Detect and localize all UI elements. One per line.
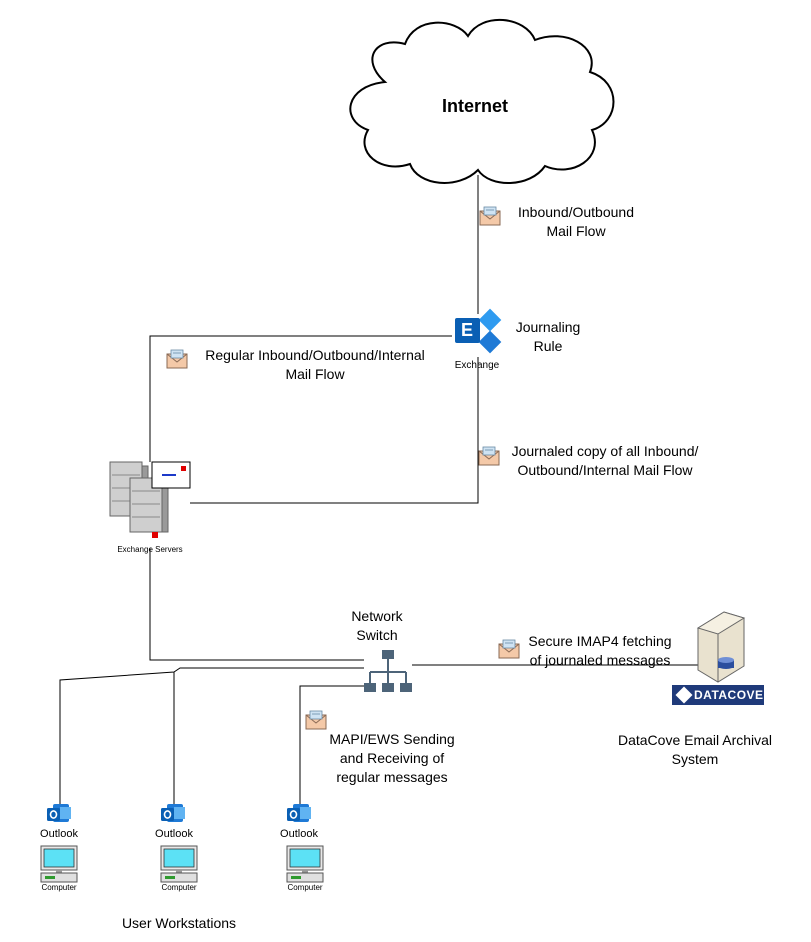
network-switch-icon [364, 650, 412, 692]
journaled-copy-line2: Outbound/Internal Mail Flow [517, 462, 693, 478]
datacove-logo-bg [672, 685, 764, 705]
journaling-rule-label: Journaling Rule [508, 318, 588, 356]
journaling-rule-line2: Rule [533, 338, 563, 354]
exchange-logo-caption: Exchange [454, 360, 500, 371]
journaling-rule-line1: Journaling [515, 319, 581, 335]
mapi-ews-line3: regular messages [336, 769, 448, 785]
mapi-ews-label: MAPI/EWS Sending and Receiving of regula… [322, 730, 462, 787]
imap-fetch-label: Secure IMAP4 fetching of journaled messa… [520, 632, 680, 670]
datacove-logo-mark [675, 686, 693, 704]
exchange-logo-icon [455, 308, 502, 354]
workstation-3-app-label: Outlook [280, 828, 318, 840]
workstation-2-device-label: Computer [161, 883, 197, 892]
datacove-server-icon [696, 611, 746, 683]
exchange-logo-letter: E [461, 320, 474, 340]
workstation-1-app-label: Outlook [40, 828, 78, 840]
internet-flow-line2: Mail Flow [546, 223, 606, 239]
imap-fetch-line1: Secure IMAP4 fetching [528, 633, 672, 649]
datacove-label-line2: System [671, 751, 719, 767]
datacove-logo-text: DATACOVE [694, 688, 764, 702]
computer-icon [40, 845, 324, 883]
internet-flow-label: Inbound/Outbound Mail Flow [506, 203, 646, 241]
connection-lines [59, 175, 700, 805]
workstation-3-device-label: Computer [287, 883, 323, 892]
internet-label: Internet [442, 96, 509, 116]
network-switch-label: Network Switch [337, 607, 417, 645]
mapi-ews-line1: MAPI/EWS Sending [329, 731, 455, 747]
network-switch-line2: Switch [356, 627, 398, 643]
network-switch-line1: Network [351, 608, 403, 624]
exchange-servers-caption: Exchange Servers [117, 545, 183, 554]
server-envelope-icon [151, 461, 191, 489]
datacove-label-line1: DataCove Email Archival [617, 732, 773, 748]
journaled-copy-label: Journaled copy of all Inbound/ Outbound/… [500, 442, 710, 480]
internet-flow-line1: Inbound/Outbound [518, 204, 634, 220]
mapi-ews-line2: and Receiving of [339, 750, 445, 766]
server-icon [109, 461, 169, 538]
envelope-icon [166, 206, 520, 730]
outlook-icon [46, 803, 312, 823]
regular-flow-label: Regular Inbound/Outbound/Internal Mail F… [190, 346, 440, 384]
regular-flow-line1: Regular Inbound/Outbound/Internal [205, 347, 425, 363]
journaled-copy-line1: Journaled copy of all Inbound/ [511, 443, 699, 459]
cloud-icon [349, 19, 615, 184]
workstation-2-app-label: Outlook [155, 828, 193, 840]
user-workstations-label: User Workstations [121, 915, 237, 931]
regular-flow-line2: Mail Flow [285, 366, 345, 382]
workstation-1-device-label: Computer [41, 883, 77, 892]
imap-fetch-line2: of journaled messages [529, 652, 671, 668]
datacove-label: DataCove Email Archival System [610, 731, 780, 769]
